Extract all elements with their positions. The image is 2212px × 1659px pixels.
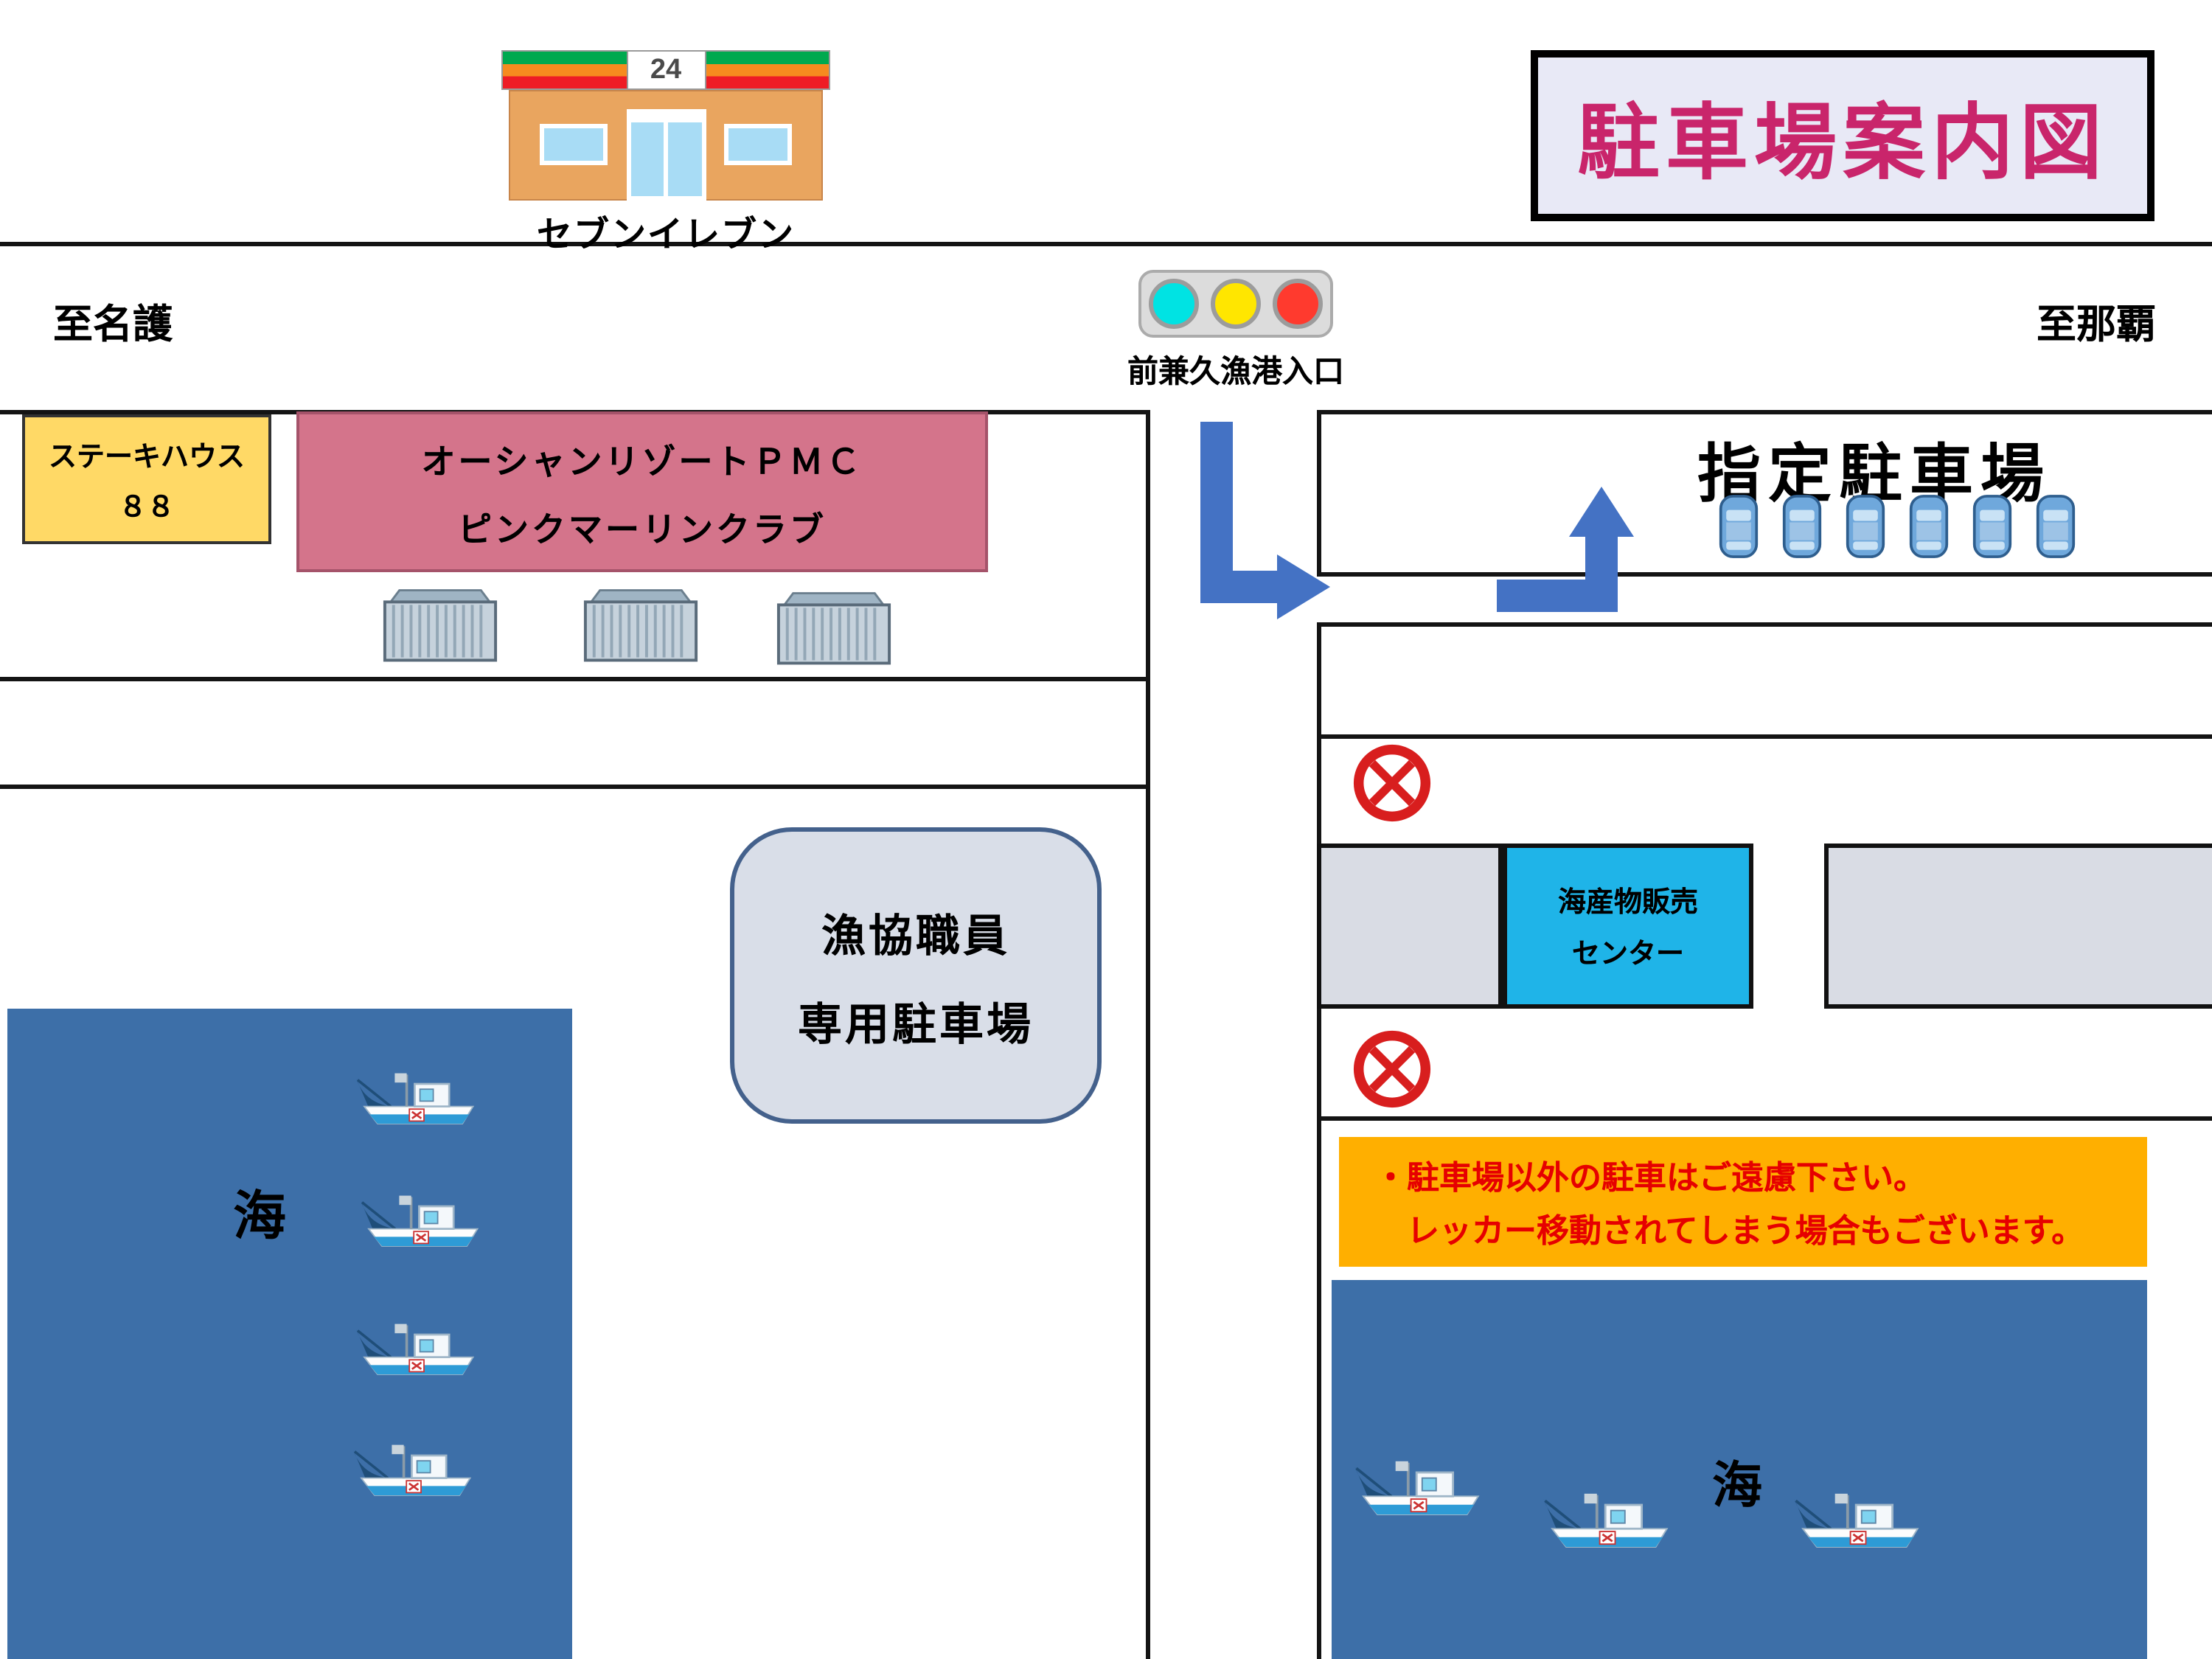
traffic-light-green-lamp — [1149, 279, 1199, 329]
fishing-boat-icon — [1538, 1486, 1678, 1551]
steakhouse-88-line2: ８８ — [118, 492, 175, 523]
map-title-box: 駐車場案内図 — [1531, 50, 2154, 221]
seven-eleven-24-badge: 24 — [626, 52, 706, 88]
route-arrow-right-up-icon — [1497, 487, 1634, 612]
cargo-container-icon — [773, 587, 895, 669]
road-line — [0, 242, 2212, 246]
ocean-resort-line2: ピンクマーリンクラブ — [458, 509, 827, 548]
building-block-gray-right — [1824, 844, 2212, 1009]
steakhouse-88-block: ステーキハウス ８８ — [22, 414, 271, 544]
road-line — [1317, 1116, 2212, 1121]
building-block-gray-left — [1317, 844, 1503, 1009]
fishing-boat-icon — [351, 1317, 484, 1379]
direction-to-naha: 至那覇 — [2037, 302, 2156, 347]
seven-eleven-sign: 24 — [501, 50, 830, 90]
seven-eleven-stripes-right — [706, 52, 829, 88]
parked-cars-row — [1718, 493, 2076, 560]
route-arrow-down-right-icon — [1200, 422, 1330, 619]
traffic-light-icon — [1138, 270, 1333, 338]
page-title: 駐車場案内図 — [1577, 95, 2108, 188]
traffic-light-red-lamp — [1273, 279, 1323, 329]
car-icon — [1908, 493, 1950, 560]
car-icon — [1845, 493, 1886, 560]
cargo-container-icon — [580, 584, 702, 667]
cargo-container-icon — [379, 584, 501, 667]
car-icon — [1972, 493, 2013, 560]
fishing-boat-icon — [351, 1066, 484, 1128]
seafood-center-line2: センター — [1571, 939, 1684, 970]
fishing-boat-icon — [348, 1438, 481, 1500]
car-icon — [1781, 493, 1823, 560]
staff-parking-block: 漁協職員 専用駐車場 — [730, 827, 1102, 1124]
seafood-center-line1: 海産物販売 — [1557, 888, 1698, 919]
fishing-boat-icon — [1789, 1486, 1929, 1551]
road-line — [1317, 734, 2212, 739]
store-window-right — [724, 124, 792, 165]
road-line — [1146, 410, 1150, 1659]
sea-area-left: 海 — [7, 1009, 572, 1659]
road-line — [1317, 410, 2212, 414]
road-line — [0, 785, 1146, 789]
traffic-light-yellow-lamp — [1211, 279, 1261, 329]
road-line — [0, 677, 1146, 681]
fishing-boat-icon — [355, 1189, 488, 1251]
staff-parking-line2: 専用駐車場 — [798, 1001, 1034, 1049]
ocean-resort-line1: オーシャンリゾートＰＭＣ — [421, 442, 863, 480]
ocean-resort-pmc-block: オーシャンリゾートＰＭＣ ピンクマーリンクラブ — [296, 411, 988, 572]
sea-area-right: 海 — [1332, 1280, 2147, 1659]
warning-line1: ・駐車場以外の駐車はご遠慮下さい。 — [1374, 1159, 1927, 1196]
seven-eleven-label: セブンイレブン — [537, 215, 795, 255]
steakhouse-88-line1: ステーキハウス — [48, 442, 245, 473]
sea-label-left: 海 — [233, 1186, 287, 1246]
warning-line2: レッカー移動されてしまう場合もございます。 — [1407, 1212, 2084, 1249]
staff-parking-line1: 漁協職員 — [821, 912, 1010, 961]
road-line — [1317, 622, 2212, 627]
road-line — [1317, 410, 1321, 577]
car-icon — [2035, 493, 2076, 560]
store-door — [626, 109, 706, 201]
seafood-center-block: 海産物販売 センター — [1503, 844, 1753, 1009]
store-window-left — [540, 124, 608, 165]
fishing-boat-icon — [1349, 1454, 1489, 1519]
seven-eleven-store-icon: 24 — [501, 50, 830, 201]
intersection-label: 前兼久漁港入口 — [1127, 355, 1344, 389]
no-entry-icon — [1352, 743, 1432, 823]
seven-eleven-stripes-left — [503, 52, 626, 88]
road-line — [1317, 622, 1321, 1659]
car-icon — [1718, 493, 1759, 560]
direction-to-nago: 至名護 — [53, 302, 173, 347]
warning-notice: ・駐車場以外の駐車はご遠慮下さい。 レッカー移動されてしまう場合もございます。 — [1339, 1137, 2147, 1267]
store-building — [509, 90, 823, 201]
sea-label-right: 海 — [1712, 1458, 1762, 1514]
road-line — [1317, 572, 2212, 577]
no-entry-icon — [1352, 1029, 1432, 1109]
